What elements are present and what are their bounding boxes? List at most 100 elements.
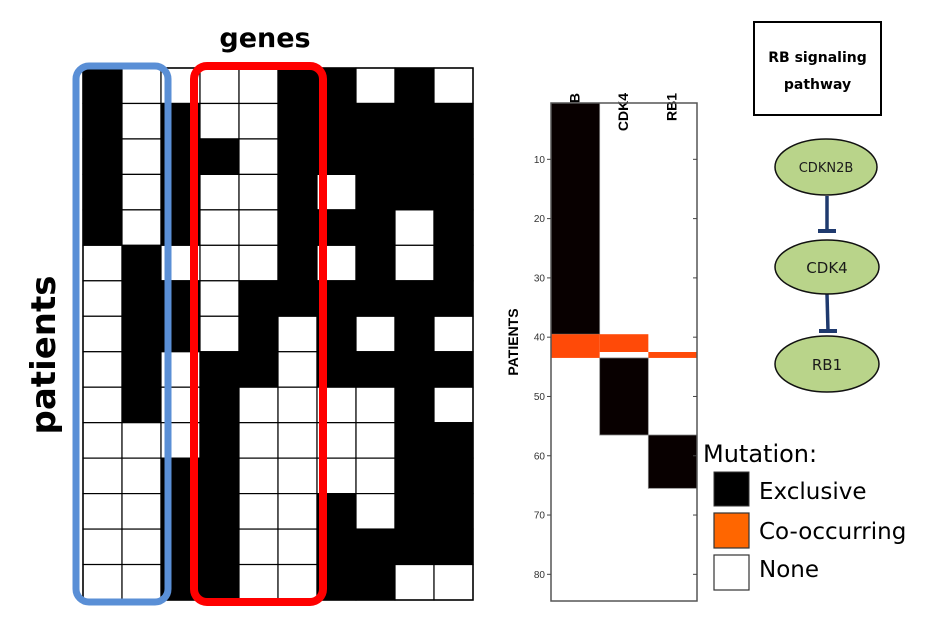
matrix-cell-mutated: [199, 493, 240, 530]
heatmap-column-label-cdk4: CDK4: [615, 93, 631, 131]
matrix-cell-mutated: [394, 457, 435, 495]
matrix-cell-mutated: [82, 173, 123, 211]
matrix-cell-none: [277, 422, 318, 459]
matrix-cell-mutated: [277, 280, 318, 317]
matrix-cell-mutated: [433, 351, 474, 388]
matrix-cell-mutated: [355, 244, 396, 282]
heatmap-segment-cdk4-exclusive: [599, 357, 649, 436]
matrix-cell-mutated: [199, 351, 240, 388]
node-label: CDK4: [806, 259, 847, 277]
matrix-cell-none: [82, 528, 123, 566]
matrix-cell-mutated: [277, 102, 318, 140]
matrix-highlights: [72, 62, 327, 606]
matrix-cell-mutated: [433, 280, 474, 317]
heatmap-segment-cdk4-co-occurring: [599, 334, 649, 352]
legend-swatch-co-occurring: [713, 512, 750, 549]
matrix-cell-none: [355, 493, 396, 530]
inhibition-edge-cdk4-rb1: [819, 293, 837, 333]
matrix-cell-mutated: [433, 138, 474, 175]
y-tick-label: 40: [534, 333, 546, 344]
matrix-cell-mutated: [121, 244, 162, 282]
matrix-cell-none: [238, 67, 279, 105]
heatmap-segments: [550, 102, 698, 489]
matrix-cell-none: [199, 244, 240, 282]
genes-label: genes: [219, 23, 310, 54]
matrix-cell-mutated: [277, 138, 318, 175]
node-cdk4: CDK4: [774, 239, 880, 295]
node-label: RB1: [812, 356, 842, 374]
matrix-cell-mutated: [433, 209, 474, 246]
node-ellipse: [774, 138, 878, 196]
matrix-cell-mutated: [394, 315, 435, 353]
matrix-cell-mutated: [355, 173, 396, 211]
legend-title: Mutation:: [703, 440, 817, 468]
mutation-legend: Mutation: Exclusive Co-occurring None: [703, 440, 906, 591]
matrix-cell-none: [82, 457, 123, 495]
matrix-cell-none: [82, 493, 123, 530]
matrix-cell-none: [199, 173, 240, 211]
matrix-cell-mutated: [199, 457, 240, 495]
matrix-cell-mutated: [433, 244, 474, 282]
legend-swatch-exclusive: [713, 471, 750, 507]
node-cdkn2b: CDKN2B: [774, 138, 878, 196]
matrix-cell-none: [82, 244, 123, 282]
matrix-cell-none: [199, 315, 240, 353]
node-ellipse: [774, 239, 880, 295]
matrix-cell-none: [277, 563, 318, 601]
matrix-cell-mutated: [277, 173, 318, 211]
node-label: CDKN2B: [799, 161, 854, 176]
matrix-cell-mutated: [394, 493, 435, 530]
pathway-title-box: [753, 21, 882, 116]
matrix-cell-mutated: [394, 102, 435, 140]
matrix-cell-mutated: [433, 173, 474, 211]
heatmap-segment-cdkn2b-co-occurring: [551, 334, 600, 358]
matrix-cell-mutated: [394, 422, 435, 459]
pathway-title-line2: pathway: [784, 77, 851, 93]
legend-item-co-occurring: Co-occurring: [713, 512, 906, 549]
node-ellipse: [774, 335, 880, 393]
matrix-cell-mutated: [82, 209, 123, 246]
node-rb1: RB1: [774, 335, 880, 393]
matrix-cell-none: [82, 386, 123, 424]
matrix-cell-mutated: [238, 351, 279, 388]
matrix-cell-none: [277, 457, 318, 495]
matrix-cell-none: [355, 422, 396, 459]
matrix-cell-mutated: [433, 493, 474, 530]
heatmap-column-label-rb1: RB1: [664, 93, 680, 121]
y-tick-label: 20: [534, 214, 546, 225]
matrix-cell-mutated: [82, 138, 123, 175]
matrix-cell-mutated: [199, 138, 240, 175]
matrix-cell-mutated: [121, 386, 162, 424]
matrix-cell-none: [121, 67, 162, 105]
matrix-cell-mutated: [355, 102, 396, 140]
matrix-cell-mutated: [394, 67, 435, 105]
matrix-cell-none: [121, 457, 162, 495]
matrix-cell-none: [238, 173, 279, 211]
matrix-cell-mutated: [394, 528, 435, 566]
matrix-cell-mutated: [394, 280, 435, 317]
highlight-box-mutually-exclusive-pair: [72, 62, 172, 606]
matrix-cell-none: [121, 493, 162, 530]
heatmap-y-label: PATIENTS: [505, 308, 521, 375]
matrix-cell-none: [121, 209, 162, 246]
matrix-cell-none: [433, 315, 474, 353]
matrix-cell-mutated: [121, 315, 162, 353]
matrix-cell-none: [82, 563, 123, 601]
matrix-cell-none: [121, 138, 162, 175]
edge-line: [825, 293, 830, 332]
matrix-cell-none: [277, 351, 318, 388]
y-tick-label: 60: [534, 451, 546, 462]
legend-item-none: None: [713, 554, 819, 591]
matrix-cell-none: [277, 315, 318, 353]
y-tick-label: 50: [534, 392, 546, 403]
matrix-cell-none: [238, 493, 279, 530]
matrix-cell-none: [433, 386, 474, 424]
matrix-cell-mutated: [238, 280, 279, 317]
matrix-cell-none: [121, 563, 162, 601]
heatmap-frame: [550, 102, 698, 602]
matrix-cell-mutated: [199, 386, 240, 424]
matrix-cell-none: [121, 422, 162, 459]
